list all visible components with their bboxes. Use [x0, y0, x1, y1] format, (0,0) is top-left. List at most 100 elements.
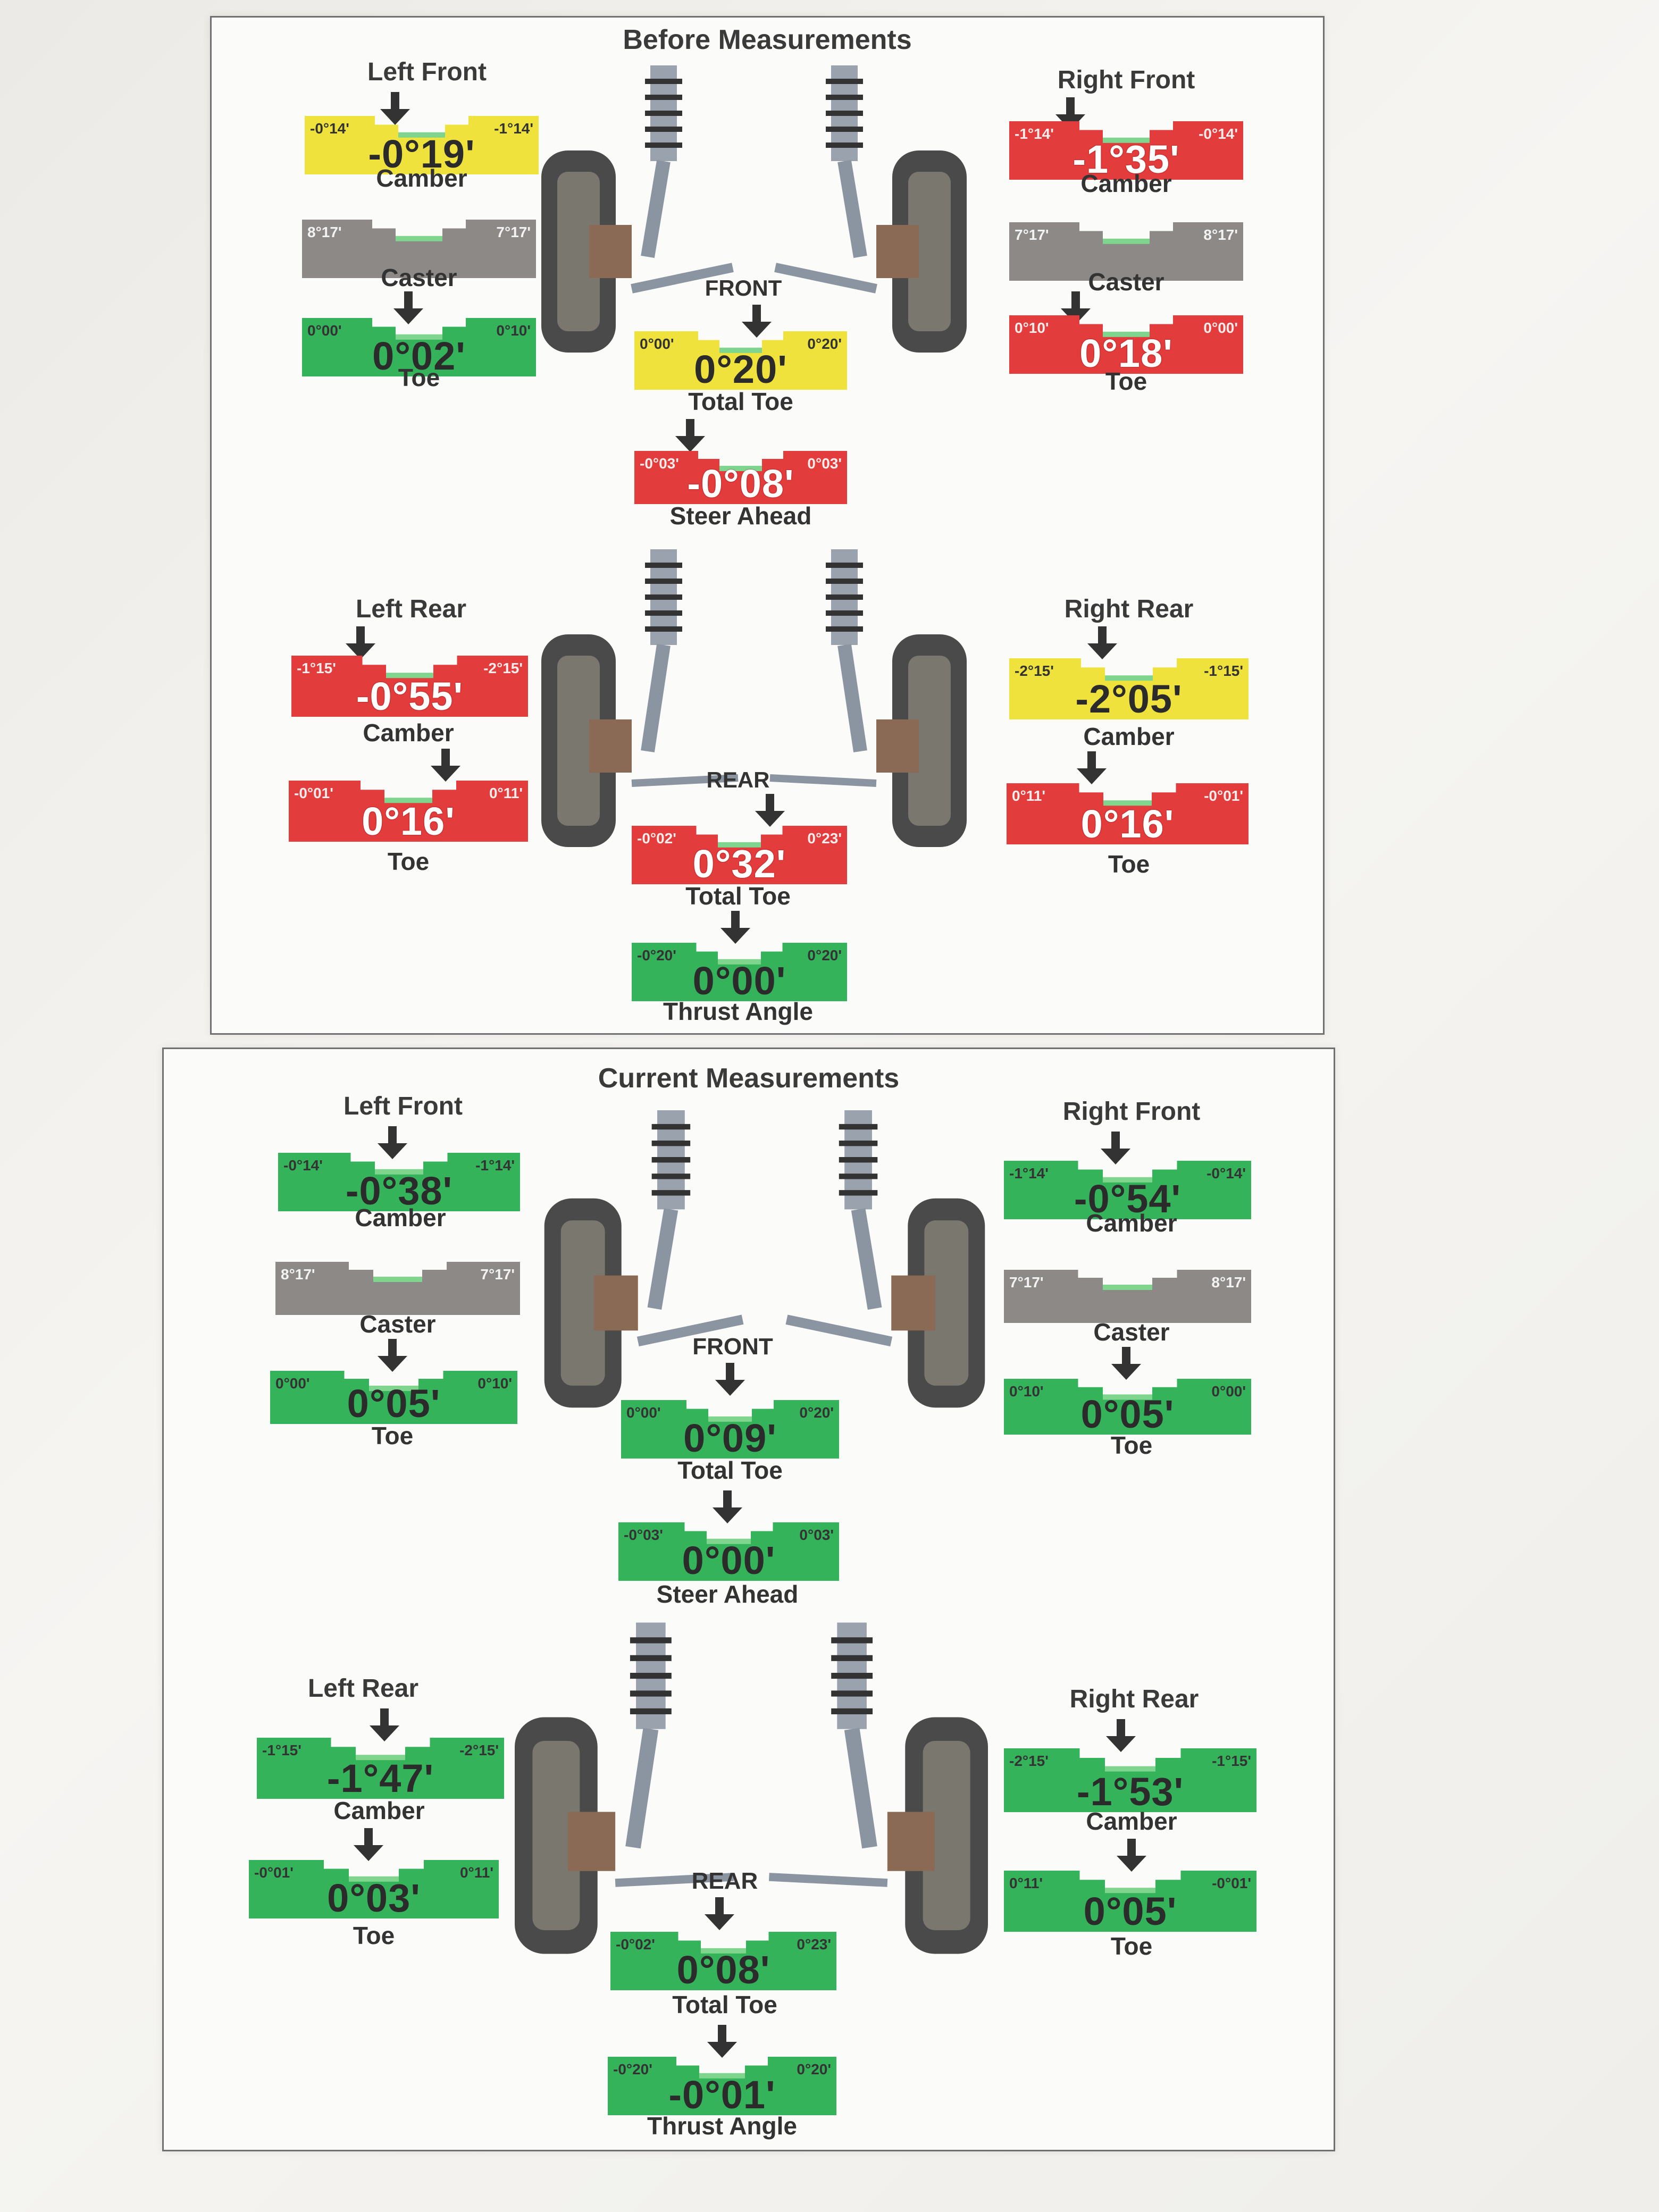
right-rear-camber-gauge: -2°15'-1°15'-1°53'	[1004, 1748, 1256, 1814]
front-suspension-illustration	[541, 65, 967, 353]
gauge-min-tolerance: 0°00'	[307, 322, 342, 339]
left-front-toe-gauge: 0°00'0°10'0°05'	[270, 1371, 517, 1426]
gauge-bar	[608, 2057, 836, 2115]
gauge-bar	[257, 1738, 504, 1799]
gauge-bar	[305, 116, 539, 174]
left-rear-toe-gauge: -0°01' 0°11' 0°16'	[289, 781, 528, 843]
gauge-bar	[621, 1400, 839, 1459]
left-front-caster-gauge: 8°17'7°17'	[275, 1262, 520, 1315]
gauge-min-tolerance: -0°14'	[283, 1157, 323, 1174]
gauge-bar	[1009, 658, 1249, 719]
gauge-value: -2°05'	[1075, 677, 1183, 721]
gauge-bar	[610, 1932, 836, 1990]
right-front-toe-label: Toe	[1110, 1431, 1153, 1459]
gauge-value: 0°09'	[683, 1416, 777, 1460]
gauge-bar	[1004, 1871, 1256, 1932]
right-front-caster-label: Caster	[1093, 1318, 1170, 1346]
left-rear-camber-gauge: -1°15'-2°15'-1°47'	[257, 1738, 504, 1800]
gauge-max-tolerance: 0°10'	[496, 322, 531, 339]
left-rear-toe-label: Toe	[387, 848, 430, 875]
gauge-value: -0°55'	[356, 674, 464, 718]
gauge-bar	[302, 220, 536, 278]
left-front-title: Left Front	[343, 1092, 463, 1120]
right-front-caster-gauge: 7°17'8°17'	[1009, 222, 1243, 281]
gauge-max-tolerance: 0°00'	[1211, 1383, 1246, 1400]
steer-ahead-gauge: -0°03'0°03'0°00'	[618, 1522, 839, 1582]
right-front-toe-gauge: 0°10'0°00'0°18'	[1009, 315, 1243, 375]
left-front-camber-label: Camber	[376, 164, 467, 192]
gauge-max-tolerance: 0°23'	[807, 830, 842, 847]
gauge-max-tolerance: -1°14'	[494, 120, 533, 137]
gauge-max-tolerance: 0°11'	[489, 785, 523, 801]
gauge-max-tolerance: 0°23'	[797, 1936, 831, 1953]
gauge-max-tolerance: -2°15'	[459, 1742, 499, 1758]
current-measurements-panel: Current Measurements Left Front -0°14'-1…	[162, 1048, 1335, 2151]
gauge-bar	[278, 1153, 520, 1211]
gauge-value: 0°05'	[1080, 1392, 1175, 1436]
gauge-max-tolerance: 7°17'	[480, 1266, 515, 1283]
gauge-max-tolerance: -0°14'	[1206, 1165, 1246, 1182]
gauge-value: 0°02'	[372, 334, 466, 378]
gauge-bar	[1004, 1379, 1251, 1435]
gauge-max-tolerance: 0°20'	[807, 947, 842, 963]
gauge-bar	[634, 451, 847, 504]
left-rear-camber-gauge: -1°15'-2°15'-0°55'	[291, 656, 528, 718]
gauge-bar	[632, 826, 847, 884]
left-rear-camber-label: Camber	[333, 1797, 425, 1824]
gauge-min-tolerance: 0°00'	[626, 1404, 661, 1421]
left-front-camber-label: Camber	[355, 1204, 446, 1231]
right-rear-camber-gauge: -2°15' -1°15' -2°05'	[1009, 658, 1249, 721]
gauge-bar	[1004, 1270, 1251, 1323]
left-front-camber-gauge: -0°14' -1°14' -0°38'	[278, 1153, 520, 1213]
right-front-camber-gauge: -1°14'-0°14'-1°35'	[1009, 121, 1243, 181]
gauge-value: -0°38'	[345, 1169, 453, 1213]
gauge-value: 0°16'	[362, 799, 455, 843]
gauge-max-tolerance: -1°15'	[1204, 663, 1243, 679]
gauge-min-tolerance: -0°03'	[640, 455, 679, 472]
left-rear-title: Left Rear	[355, 595, 467, 623]
gauge-value: -0°54'	[1074, 1177, 1182, 1221]
right-front-camber-label: Camber	[1080, 170, 1172, 197]
gauge-max-tolerance: -1°14'	[475, 1157, 515, 1174]
gauge-bar	[291, 656, 528, 717]
gauge-min-tolerance: -1°15'	[297, 660, 336, 676]
gauge-min-tolerance: -0°03'	[624, 1527, 663, 1543]
gauge-max-tolerance: 8°17'	[1203, 227, 1238, 243]
gauge-bar	[618, 1522, 839, 1581]
gauge-value: 0°00'	[692, 959, 786, 1003]
front-total-toe-gauge: 0°00'0°20'0°20'	[634, 331, 847, 391]
gauge-max-tolerance: -0°14'	[1199, 125, 1238, 142]
gauge-value: 0°05'	[1083, 1889, 1177, 1933]
gauge-max-tolerance: 0°10'	[477, 1375, 512, 1392]
rear-label: REAR	[691, 1868, 758, 1894]
gauge-value: 0°08'	[676, 1948, 770, 1992]
right-front-caster-gauge: 7°17'8°17'	[1004, 1270, 1251, 1323]
steer-ahead-label: Steer Ahead	[669, 502, 812, 530]
thrust-angle-label: Thrust Angle	[647, 2112, 797, 2140]
rear-total-toe-gauge: -0°02'0°23'0°32'	[632, 826, 847, 886]
left-rear-toe-label: Toe	[353, 1922, 395, 1949]
rear-total-toe-gauge: -0°02'0°23'0°08'	[610, 1932, 836, 1992]
left-front-toe-label: Toe	[398, 364, 440, 391]
gauge-bar	[275, 1262, 520, 1315]
right-rear-toe-label: Toe	[1108, 850, 1150, 878]
right-rear-title: Right Rear	[1069, 1685, 1199, 1713]
gauge-bar	[270, 1371, 517, 1424]
front-total-toe-label: Total Toe	[688, 388, 793, 415]
front-total-toe-label: Total Toe	[677, 1456, 783, 1484]
gauge-min-tolerance: -0°01'	[294, 785, 333, 801]
left-rear-title: Left Rear	[307, 1674, 419, 1703]
rear-total-toe-label: Total Toe	[685, 882, 791, 910]
gauge-bar	[1004, 1748, 1256, 1812]
gauge-value: 0°16'	[1080, 802, 1175, 846]
gauge-min-tolerance: 0°11'	[1012, 787, 1046, 804]
before-measurements-panel: Before Measurements Left Front -0°14'-1°…	[210, 16, 1325, 1035]
steer-ahead-label: Steer Ahead	[656, 1580, 799, 1608]
right-front-camber-gauge: -1°14'-0°14'-0°54'	[1004, 1161, 1251, 1221]
gauge-bar	[249, 1860, 499, 1918]
gauge-max-tolerance: 0°20'	[799, 1404, 834, 1421]
gauge-max-tolerance: 0°11'	[459, 1864, 493, 1881]
gauge-min-tolerance: -2°15'	[1015, 663, 1054, 679]
gauge-bar	[1004, 1161, 1251, 1219]
left-front-caster-label: Caster	[359, 1310, 436, 1338]
